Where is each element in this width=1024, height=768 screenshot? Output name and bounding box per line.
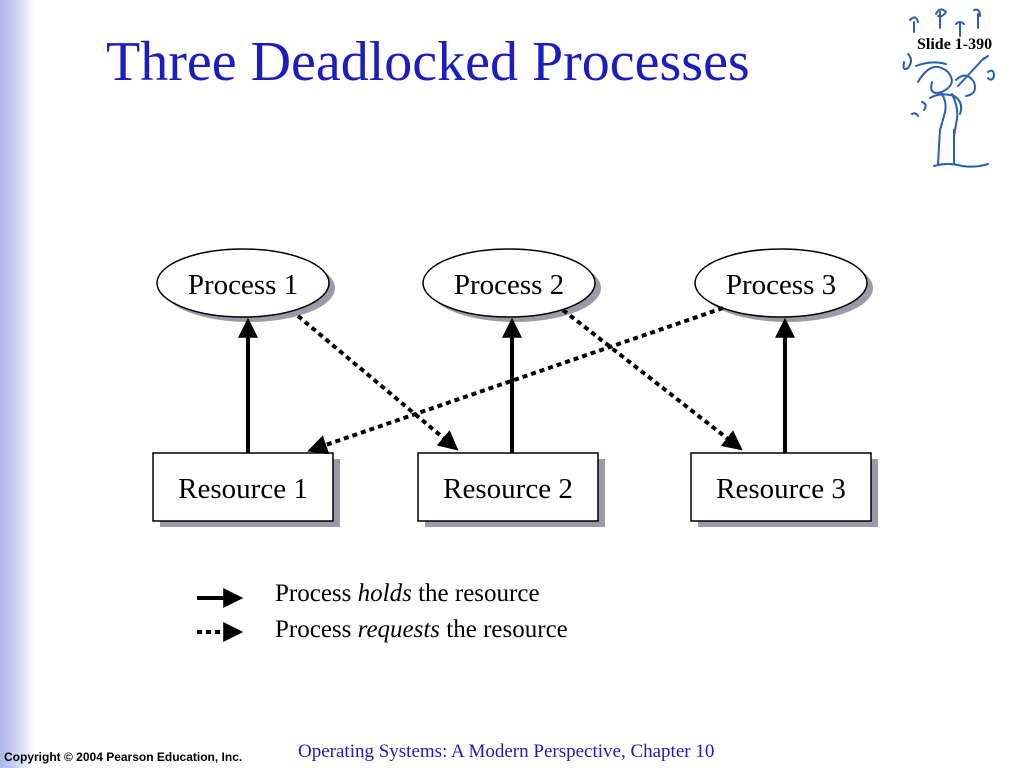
legend-holds-text: Process holds the resource [275, 581, 540, 606]
resource-node-1: Resource 1 [152, 452, 340, 527]
musician-sketch-icon [902, 8, 995, 168]
sidebar-gradient [0, 0, 34, 768]
process-node-2: Process 2 [422, 248, 601, 322]
legend-requests-suffix: the resource [440, 616, 568, 643]
legend-requests-prefix: Process [275, 616, 358, 643]
process-node-1: Process 1 [156, 248, 335, 322]
legend-requests-word: requests [357, 616, 441, 643]
legend-holds-prefix: Process [275, 580, 358, 607]
resource-label-2: Resource 2 [443, 473, 573, 505]
resource-node-2: Resource 2 [417, 452, 605, 527]
legend-holds-word: holds [357, 580, 412, 607]
copyright-notice: Copyright © 2004 Pearson Education, Inc. [4, 750, 243, 764]
request-edge-3 [307, 306, 724, 455]
resource-node-3: Resource 3 [690, 452, 878, 527]
resource-label-3: Resource 3 [716, 473, 846, 505]
legend-requests-text: Process requests the resource [275, 617, 568, 642]
request-edge-1 [296, 314, 459, 451]
process-node-3: Process 3 [694, 248, 873, 322]
book-title-footer: Operating Systems: A Modern Perspective,… [298, 741, 715, 762]
resource-label-1: Resource 1 [178, 473, 308, 505]
slide-number: Slide 1-390 [917, 36, 993, 53]
request-edge-2 [561, 308, 743, 451]
process-label-2: Process 2 [454, 269, 564, 301]
slide-title: Three Deadlocked Processes [106, 31, 750, 93]
process-label-1: Process 1 [188, 269, 298, 301]
process-label-3: Process 3 [726, 269, 836, 301]
legend-holds-suffix: the resource [411, 580, 540, 607]
